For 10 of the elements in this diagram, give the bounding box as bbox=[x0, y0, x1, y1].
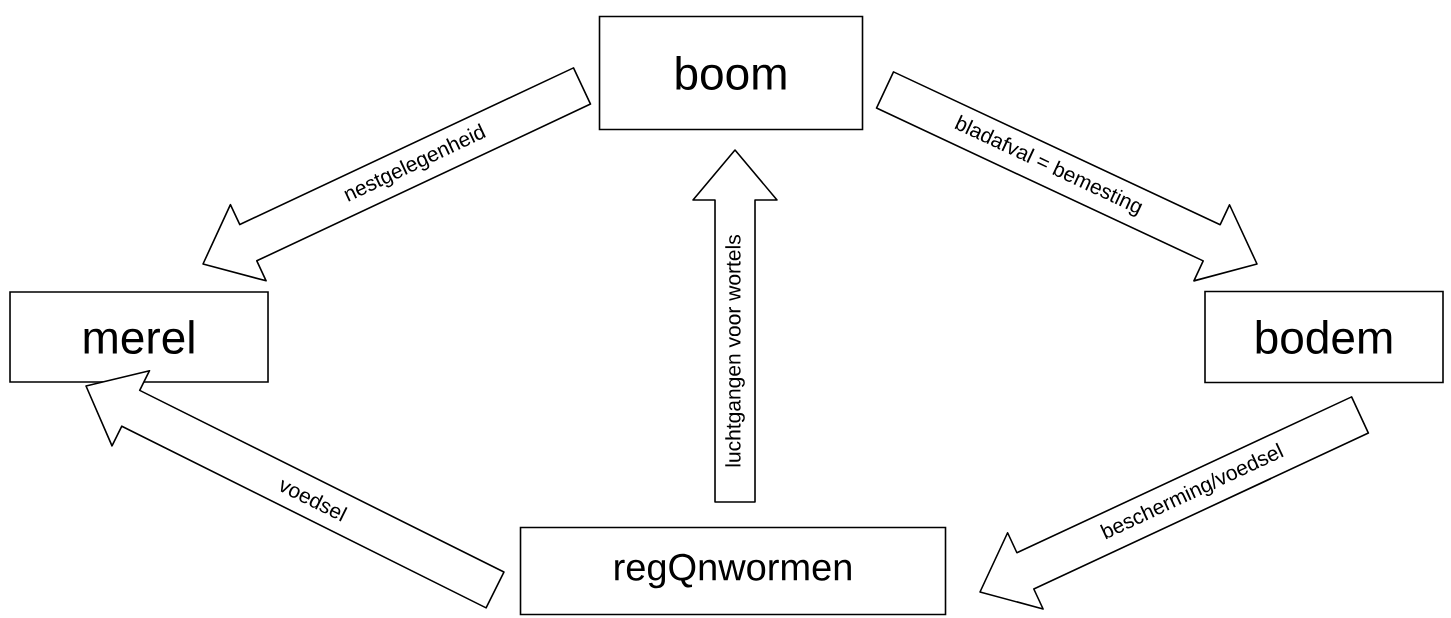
text-box: bodem bbox=[1204, 290, 1444, 384]
block-arrow bbox=[202, 67, 592, 282]
text-box: boom bbox=[598, 15, 864, 131]
edge-label: luchtgangen voor wortels bbox=[725, 235, 745, 467]
block-arrow bbox=[979, 396, 1370, 610]
block-arrow bbox=[85, 369, 505, 609]
block-arrow bbox=[692, 149, 778, 503]
text-box: merel bbox=[9, 291, 269, 383]
text-box: regQnwormen bbox=[519, 526, 947, 616]
block-arrow bbox=[875, 71, 1258, 282]
